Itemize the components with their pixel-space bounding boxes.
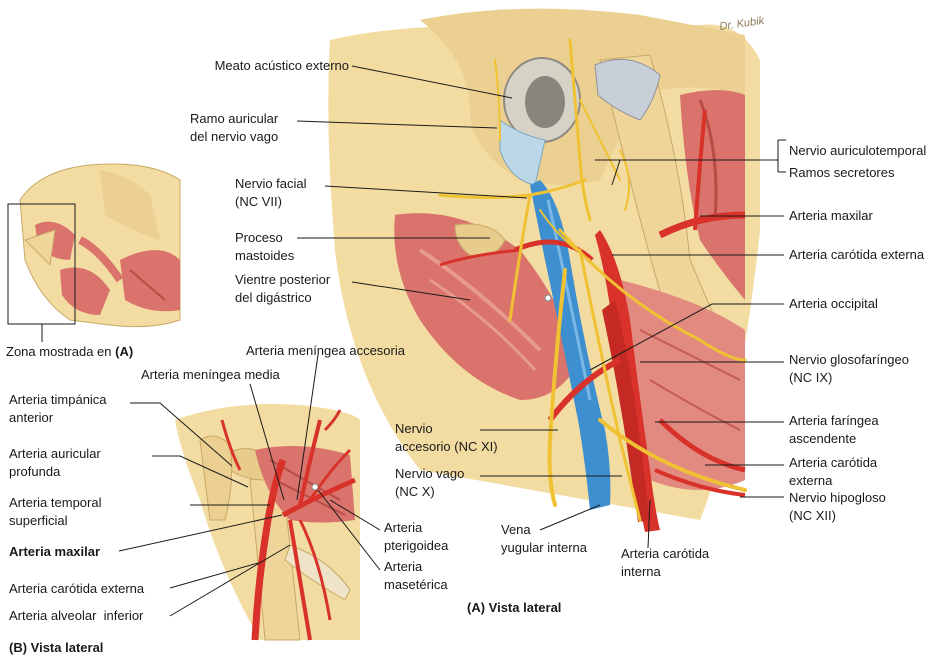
pterygoid-muscle bbox=[680, 90, 745, 300]
leader-lines bbox=[118, 65, 786, 617]
label-arteria-carotida-externa-a: Arteria carótida externa bbox=[789, 247, 925, 262]
label-nervio-vago: Nervio vago (NC X) bbox=[395, 466, 465, 499]
label-arteria-carotida-externa-b: Arteria carótida externa bbox=[9, 581, 145, 596]
label-vientre-digastrico: Vientre posterior del digástrico bbox=[235, 272, 331, 305]
label-nervio-hipogloso: Nervio hipogloso (NC XII) bbox=[789, 490, 886, 523]
label-arteria-occipital: Arteria occipital bbox=[789, 296, 878, 311]
label-ramo-auricular: Ramo auricular del nervio vago bbox=[190, 111, 279, 144]
label-arteria-meningea-media: Arteria meníngea media bbox=[141, 367, 280, 382]
tmj-capsule bbox=[594, 58, 661, 121]
digastric-posterior-belly bbox=[394, 213, 580, 400]
label-vena-yugular: Vena yugular interna bbox=[501, 522, 587, 555]
pharyngeal-muscles bbox=[620, 280, 745, 490]
label-arteria-carotida-interna: Arteria carótida interna bbox=[621, 546, 710, 579]
label-arteria-maxilar-a: Arteria maxilar bbox=[789, 208, 873, 223]
skull-thumbnail bbox=[7, 163, 181, 342]
label-arteria-temporal-superficial: Arteria temporal superficial bbox=[9, 495, 102, 528]
label-arteria-faringea: Arteria faríngea ascendente bbox=[789, 413, 879, 446]
label-arteria-alveolar: Arteria alveolar inferior bbox=[9, 608, 144, 623]
label-nervio-facial: Nervio facial (NC VII) bbox=[235, 176, 307, 209]
label-arteria-maseterica: Arteria masetérica bbox=[384, 559, 448, 592]
panel-b-illustration bbox=[175, 404, 360, 641]
internal-jugular-vein bbox=[530, 180, 611, 510]
label-arteria-timpanica: Arteria timpánica anterior bbox=[9, 392, 107, 425]
label-zona-mostrada: Zona mostrada en (A) bbox=[6, 344, 134, 359]
panel-a-illustration: Dr. Kubik bbox=[328, 8, 766, 532]
label-arteria-maxilar-b: Arteria maxilar bbox=[9, 544, 101, 559]
caption-a: (A) Vista lateral bbox=[467, 600, 562, 615]
label-proceso-mastoides: Proceso mastoides bbox=[235, 230, 295, 263]
caption-b: (B) Vista lateral bbox=[9, 640, 104, 655]
label-arteria-auricular-profunda: Arteria auricular profunda bbox=[9, 446, 101, 479]
label-nervio-glosofaringeo: Nervio glosofaríngeo (NC IX) bbox=[789, 352, 909, 385]
label-meato: Meato acústico externo bbox=[214, 58, 349, 73]
signature: Dr. Kubik bbox=[719, 15, 766, 33]
internal-carotid-artery bbox=[602, 300, 650, 522]
label-nervio-accesorio: Nervio accesorio (NC XI) bbox=[395, 421, 498, 454]
label-arteria-pterigoidea: Arteria pterigoidea bbox=[384, 520, 449, 553]
label-nervio-auriculotemporal: Nervio auriculotemporal Ramos secretores bbox=[789, 143, 927, 180]
nerves bbox=[438, 38, 747, 522]
label-arteria-meningea-accesoria: Arteria meníngea accesoria bbox=[246, 343, 405, 358]
label-arteria-carotida-externa-a2: Arteria carótida externa bbox=[789, 455, 878, 488]
